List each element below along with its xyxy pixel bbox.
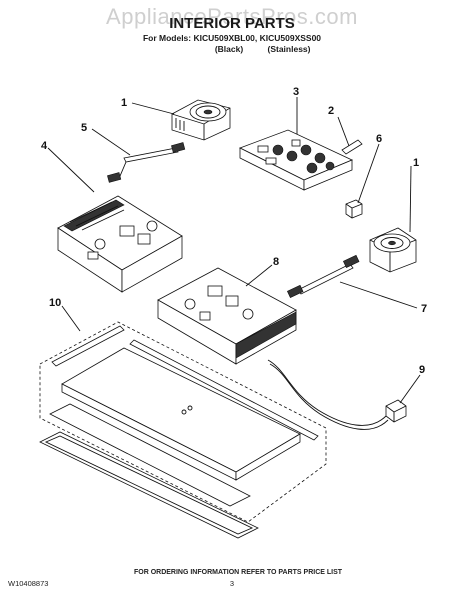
callout-1-top: 1 (121, 97, 127, 109)
footer-note: FOR ORDERING INFORMATION REFER TO PARTS … (134, 569, 343, 576)
callout-4: 4 (41, 140, 48, 152)
variant-stainless-label: (Stainless) (268, 44, 311, 54)
part-control-board-3 (239, 129, 353, 191)
callout-7: 7 (421, 303, 427, 315)
part-ribbon-cable-5 (107, 142, 186, 183)
callout-3: 3 (293, 86, 299, 98)
part-sensor-2 (341, 139, 363, 155)
page-number: 3 (230, 579, 234, 588)
watermark-text: AppliancePartsPros.com (106, 4, 358, 29)
page-title: INTERIOR PARTS (169, 15, 295, 32)
part-power-board-8 (157, 267, 297, 365)
part-wire-harness-9 (267, 359, 407, 430)
variant-black-label: (Black) (215, 44, 244, 54)
callout-1-right: 1 (413, 157, 419, 169)
part-fan-coil-top (171, 99, 231, 141)
callout-10: 10 (49, 297, 61, 309)
part-fan-coil-right (369, 227, 417, 273)
models-line: For Models: KICU509XBL00, KICU509XSS00 (143, 33, 321, 43)
callout-6: 6 (376, 133, 382, 145)
doc-number: W10408873 (8, 579, 48, 588)
callout-2: 2 (328, 105, 334, 117)
part-ribbon-cable-7 (286, 254, 360, 298)
callout-8: 8 (273, 256, 279, 268)
part-bracket-6 (345, 199, 363, 219)
callout-5: 5 (81, 122, 87, 134)
part-power-board-4 (57, 195, 183, 293)
callout-9: 9 (419, 364, 425, 376)
part-tray-kit-10 (39, 321, 327, 539)
